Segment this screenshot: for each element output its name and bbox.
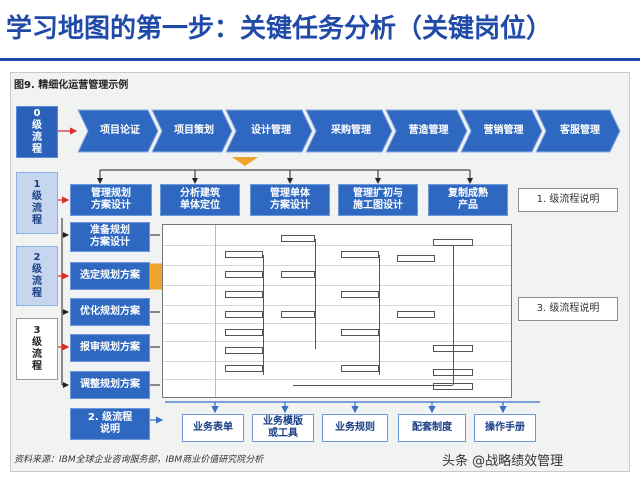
accent-pointer [232,157,258,166]
level0-step-shape [77,109,159,153]
flow-node [225,365,263,372]
level3-label: 3 级 流 程 [16,318,58,380]
flow-node [341,251,379,258]
level2-label: 2 级 流 程 [16,246,58,306]
level0-step-shape [460,109,543,153]
level0-step-shape [385,109,468,153]
level0-step-label: 设计管理 [251,125,291,136]
flow-node [225,271,263,278]
flow-node [225,329,263,336]
level2-step: 调整规划方案 [70,371,150,399]
flow-node [341,329,379,336]
output-item: 业务模版 或工具 [252,414,314,442]
level2-step: 报审规划方案 [70,334,150,362]
level0-step-shape [535,109,621,153]
level0-label: 0 级 流 程 [16,106,58,158]
flow-node [225,347,263,354]
level1-step: 分析建筑 单体定位 [160,184,240,216]
level0-step-label: 营造管理 [408,125,449,136]
title-divider [0,58,640,61]
level0-step-shape [151,109,233,153]
flow-node [225,311,263,318]
level3-note: 3. 级流程说明 [518,297,618,321]
level2-step: 选定规划方案 [70,262,150,290]
level1-note: 1. 级流程说明 [518,188,618,212]
level2-step: 优化规划方案 [70,298,150,326]
flow-node [397,255,435,262]
level1-step: 复制成熟 产品 [428,184,508,216]
flow-node [281,271,315,278]
flow-node [397,311,435,318]
page-title: 学习地图的第一步：关键任务分析（关键岗位） [6,14,553,44]
output-item: 业务规则 [322,414,388,442]
level0-step-label: 项目论证 [100,125,140,136]
output-item: 业务表单 [182,414,244,442]
level2-step: 准备规划 方案设计 [70,222,150,252]
figure-title: 图9. 精细化运营管理示例 [14,80,129,91]
flow-node [225,251,263,258]
output-item: 操作手册 [474,414,536,442]
watermark: 头条 @战略绩效管理 [442,454,564,469]
level1-label: 1 级 流 程 [16,172,58,234]
output-item: 配套制度 [398,414,466,442]
flow-node [341,291,379,298]
flow-node [281,235,315,242]
level0-step-shape [305,109,393,153]
level0-step-label: 采购管理 [331,125,371,136]
level0-step-label: 客服管理 [560,125,600,136]
level1-step: 管理规划 方案设计 [70,184,152,216]
source-note: 资料来源：IBM全球企业咨询服务部，IBM商业价值研究院分析 [14,455,264,465]
level1-step: 管理扩初与 施工图设计 [338,184,418,216]
flow-node [281,311,315,318]
level1-step: 管理单体 方案设计 [250,184,330,216]
level0-step-label: 营销管理 [483,125,524,136]
level0-step-shape [225,109,313,153]
flow-node [225,291,263,298]
level3-flowchart [162,224,512,398]
level2-note: 2. 级流程 说明 [70,408,150,440]
flow-node [341,365,379,372]
level0-step-label: 项目策划 [174,125,214,136]
